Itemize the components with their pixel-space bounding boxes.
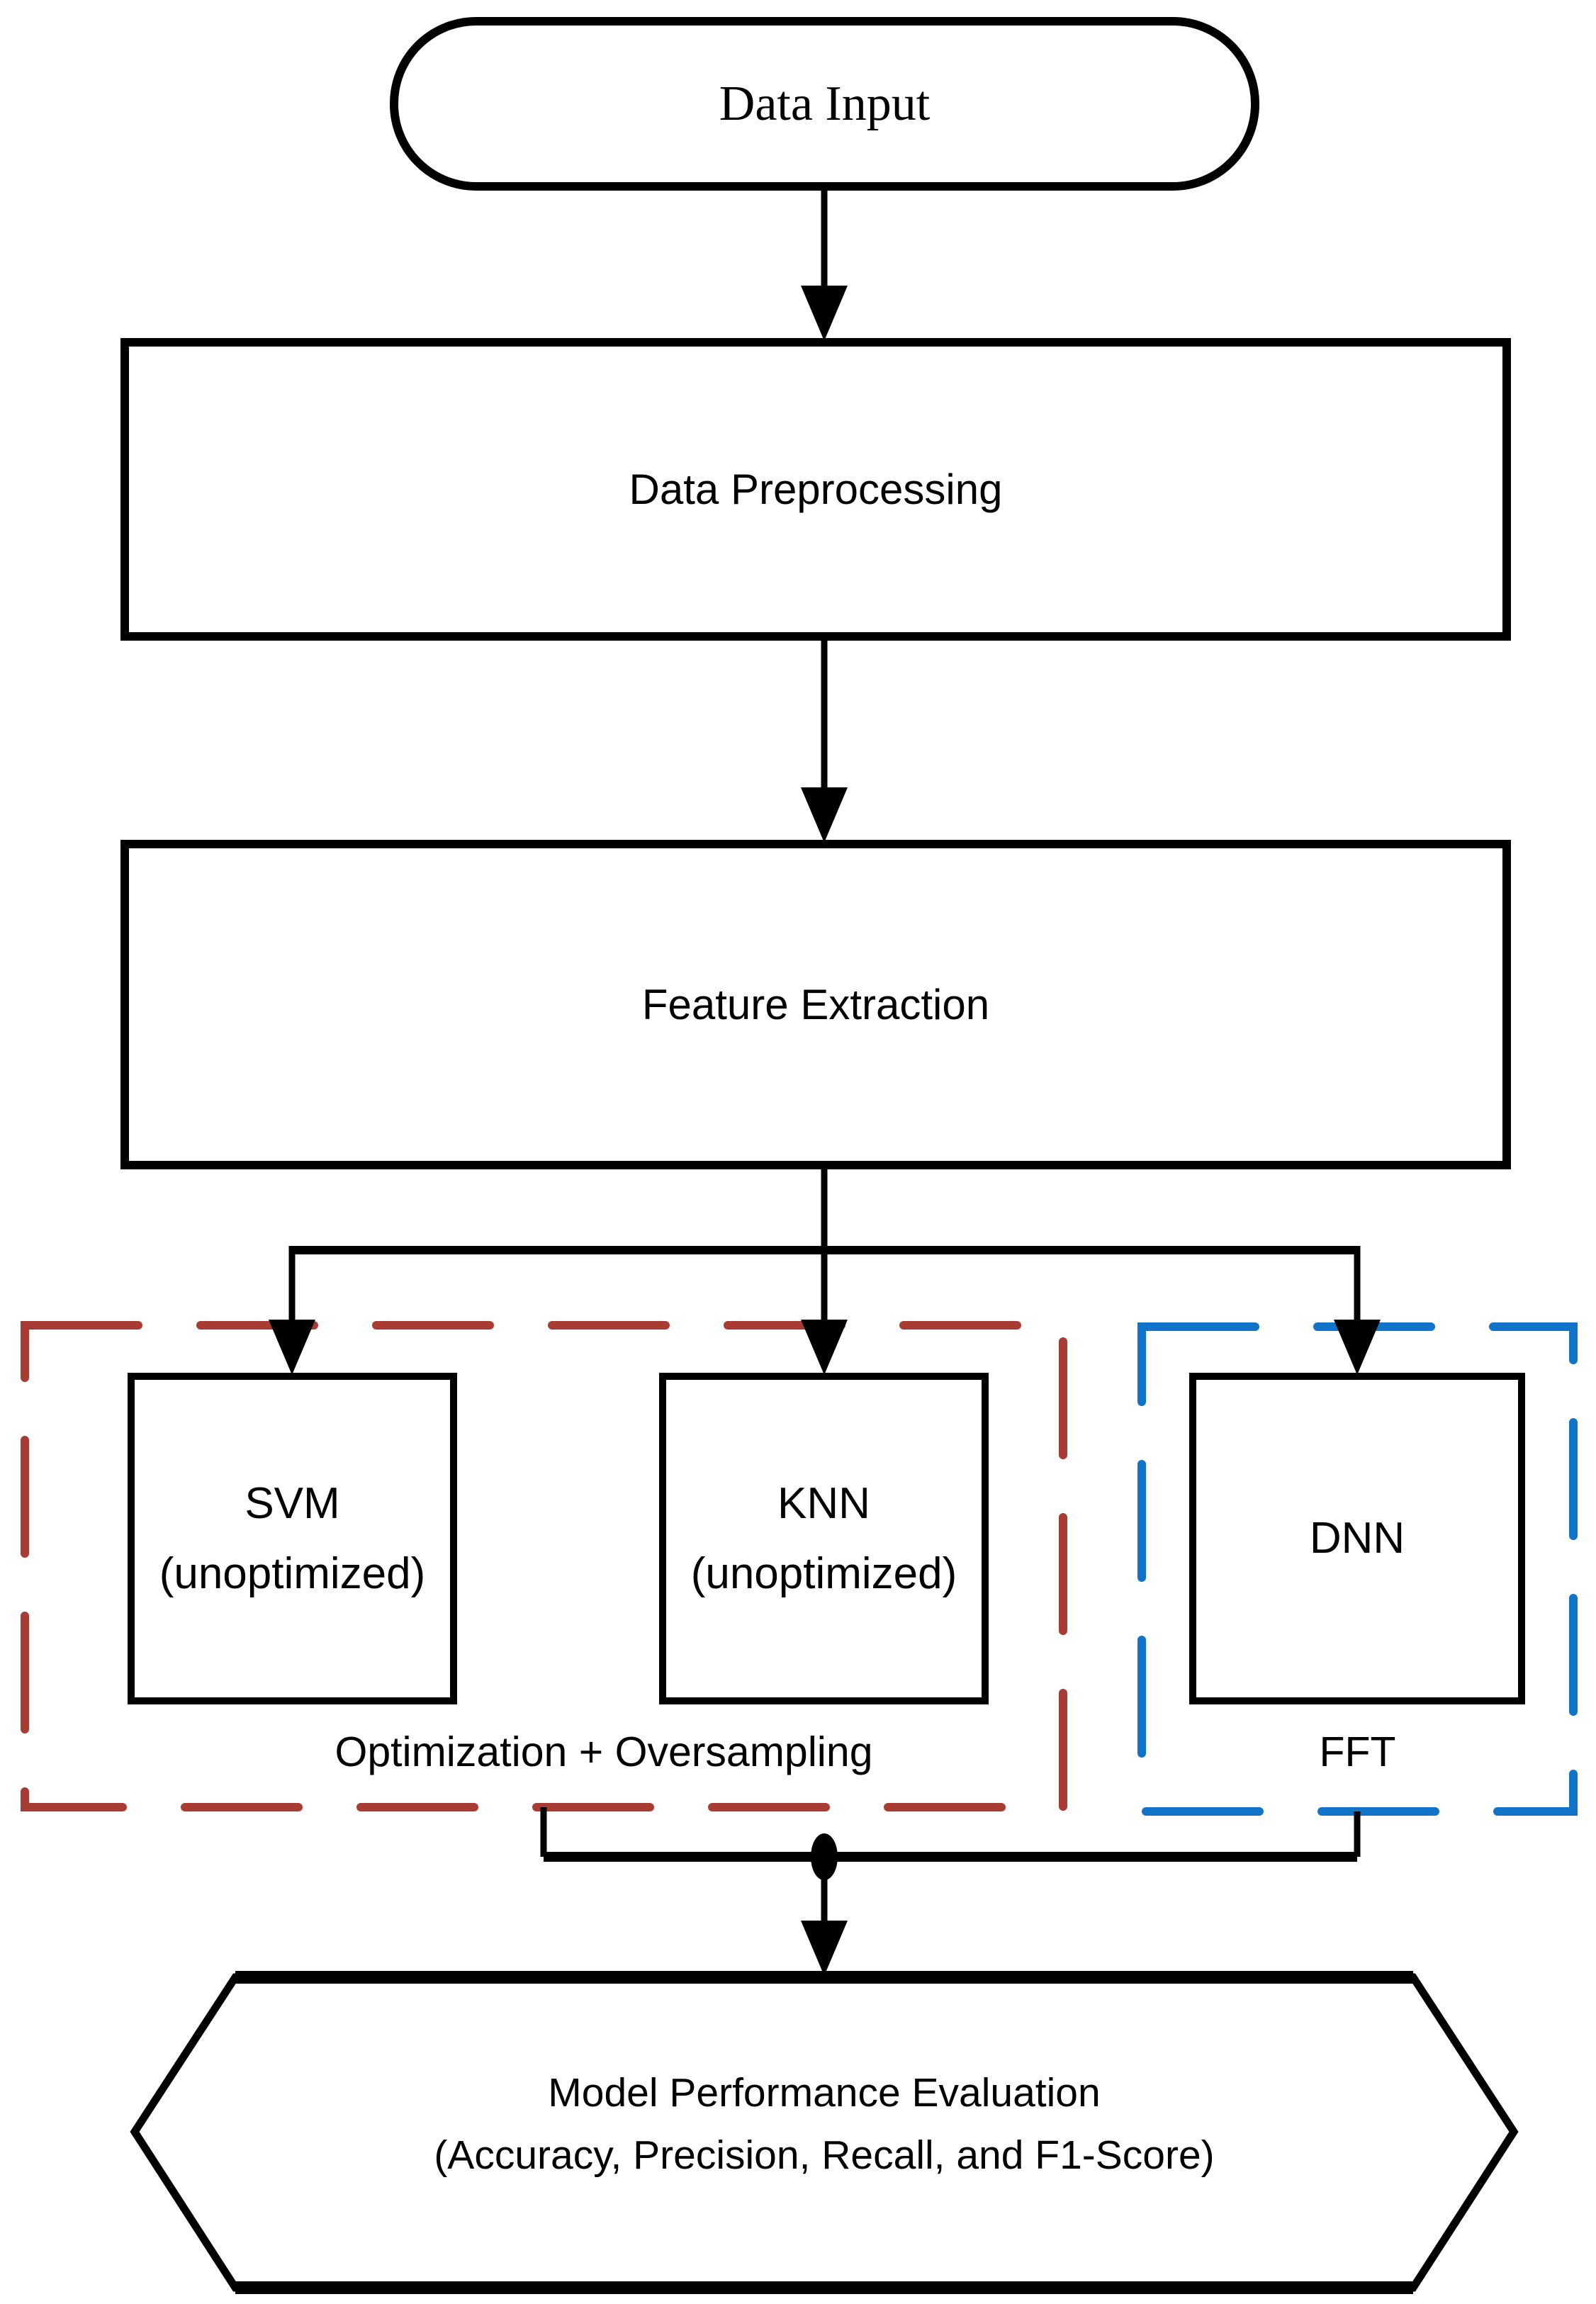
arrowhead-down-icon [801, 787, 848, 843]
arrowhead-down-icon [801, 1320, 848, 1375]
connector-input-to-preprocessing [801, 186, 848, 341]
arrowhead-down-icon [1334, 1320, 1381, 1375]
dnn-node [1189, 1373, 1525, 1704]
connector-preprocessing-to-extraction [801, 636, 848, 843]
arrowhead-down-icon [801, 1921, 848, 1976]
evaluation-node [130, 1971, 1519, 2294]
data-preprocessing-node [120, 338, 1511, 641]
arrowhead-down-icon [269, 1320, 315, 1375]
arrowhead-down-icon [801, 286, 848, 341]
knn-node [659, 1373, 989, 1704]
merge-connector [540, 1807, 1361, 1976]
evaluation-hexagon-shape [130, 1973, 1519, 2292]
svm-node [128, 1373, 457, 1704]
data-input-node [390, 17, 1259, 191]
feature-extraction-node [120, 840, 1511, 1169]
branch-connector [269, 1165, 1381, 1375]
